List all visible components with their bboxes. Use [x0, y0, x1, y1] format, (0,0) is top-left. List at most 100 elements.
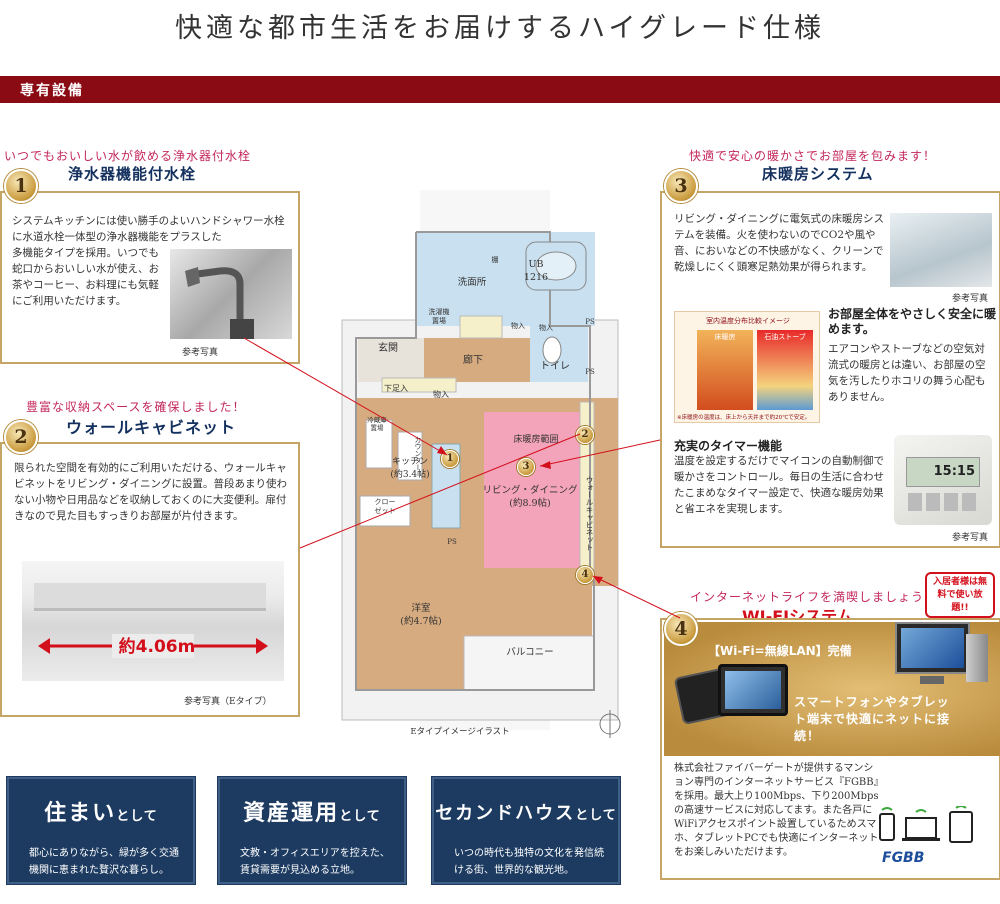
feature2-caption: 参考写真（Eタイプ） — [184, 697, 272, 707]
feature3-text: リビング・ダイニングに電気式の床暖房システムを装備。火を使わないのでCO2や風や… — [674, 213, 884, 273]
free-wifi-bubble: 入居者様は無料で使い放題!! — [925, 572, 995, 618]
feature1-text-wide: システムキッチンには使い勝手のよいハンドシャワー水栓に水道水栓一体型の浄水器機能… — [12, 215, 285, 243]
card-residence-title: 住まい — [44, 800, 117, 826]
feature3-sub2-text: 温度を設定するだけでマイコンの自動制御で暖かさをコントロール。毎日の生活に合わせ… — [674, 455, 884, 515]
feature1-tagline: いつでもおいしい水が飲める浄水器付水栓 — [4, 149, 252, 163]
room-balcony: バルコニー — [506, 647, 554, 658]
feature1-panel: システムキッチンには使い勝手のよいハンドシャワー水栓に水道水栓一体型の浄水器機能… — [0, 191, 300, 364]
plan-pin-3: 3 — [517, 458, 535, 476]
card-second-house-text: いつの時代も独特の文化を発信続ける街、世界的な観光地。 — [454, 848, 604, 876]
wifi-badge: 【Wi-Fi=無線LAN】完備 — [708, 644, 852, 658]
chart-note: ※床暖房の温度は、床上から天井まで約20℃で安定。 — [677, 415, 811, 421]
card-residence: 住まいとして 都心にありながら、緑が多く交通機関に恵まれた贅沢な暮らし。 — [6, 776, 196, 885]
room-shoebox: 下足入 — [384, 384, 408, 393]
feature4-text: 株式会社ファイバーゲートが提供するマンション専門のインターネットサービス『FGB… — [674, 763, 879, 858]
chart-floor-heating-area — [697, 330, 753, 410]
feature3-tagline: 快適で安心の暖かさでお部屋を包みます！ — [689, 149, 937, 163]
feature1-text: 多機能タイプを採用。いつでも蛇口からおいしい水が使え、お茶やコーヒー、お料理にも… — [12, 247, 159, 307]
card-investment: 資産運用として 文教・オフィスエリアを控えた、賃貸需要が見込める立地。 — [217, 776, 407, 885]
cabinet-photo: 約4.06m — [22, 561, 284, 681]
fgbb-logo: FGBB — [882, 850, 925, 866]
feature4-number-badge: 4 — [664, 612, 698, 646]
feature1-number-badge: 1 — [4, 169, 38, 203]
label-shelf: 棚 — [491, 256, 499, 264]
feature1-title: 浄水器機能付水栓 — [68, 165, 197, 183]
timer-display: 15:15 — [933, 464, 975, 479]
feature3-caption2: 参考写真 — [952, 533, 989, 543]
section-label: 専有設備 — [20, 83, 84, 99]
card-residence-text: 都心にありながら、緑が多く交通機関に恵まれた贅沢な暮らし。 — [29, 848, 179, 876]
timer-buttons — [908, 493, 978, 511]
chart-title: 室内温度分布比較イメージ — [706, 317, 790, 325]
room-entrance: 玄関 — [378, 343, 398, 354]
feature2-number-badge: 2 — [4, 420, 38, 454]
section-header-bar: 専有設備 — [0, 76, 1000, 103]
tablet-image — [718, 664, 788, 716]
floor-plan: 洗面所 UB 1216 洗濯機 置場 棚 玄関 廊下 トイレ 下足入 物入 物入… — [330, 180, 650, 740]
temperature-chart: 室内温度分布比較イメージ 床暖房 石油ストーブ ※床暖房の温度は、床上から天井ま… — [674, 311, 820, 423]
feature2-title: ウォールキャビネット — [66, 418, 237, 437]
devices-icons — [876, 805, 988, 846]
feature1-caption: 参考写真 — [182, 348, 219, 358]
room-ub: UB 1216 — [523, 259, 549, 283]
wifi-devices-icon — [879, 805, 973, 843]
feature2-tagline: 豊富な収納スペースを確保しました！ — [26, 400, 246, 414]
chart-stove-area — [757, 330, 813, 410]
dimension-arrow-icon — [38, 634, 268, 658]
room-closet: クロー ゼット — [374, 498, 396, 515]
room-western: 洋室 (約4.7帖) — [400, 603, 442, 627]
feature2-text: 限られた空間を有効的にご利用いただける、ウォールキャビネットをリビング・ダイニン… — [14, 462, 287, 522]
label-ps1: PS — [585, 318, 595, 326]
feature3-sub1-text: エアコンやストーブなどの空気対流式の暖房とは違い、お部屋の空気を汚したりホコリの… — [828, 343, 986, 403]
plan-pin-1: 1 — [441, 450, 459, 468]
cabinet-shape — [34, 583, 266, 611]
feature3-sub2-title: 充実のタイマー機能 — [674, 439, 783, 453]
card-investment-text: 文教・オフィスエリアを控えた、賃貸需要が見込める立地。 — [240, 848, 390, 876]
room-storage2: 物入 — [511, 322, 525, 330]
chart-left-label: 床暖房 — [714, 333, 736, 341]
feature3-title: 床暖房システム — [762, 165, 874, 183]
faucet-icon — [185, 267, 254, 339]
feature2-panel: 限られた空間を有効的にご利用いただける、ウォールキャビネットをリビング・ダイニン… — [0, 442, 300, 717]
wifi-banner-text: スマートフォンやタブレット端末で快適にネットに接続！ — [794, 695, 951, 743]
room-living-dining: リビング・ダイニング (約8.9帖) — [482, 485, 578, 509]
room-hallway: 廊下 — [463, 355, 483, 366]
faucet-photo — [170, 249, 292, 339]
card-residence-suffix: として — [116, 809, 158, 824]
chart-right-label: 石油ストーブ — [764, 333, 806, 341]
label-ps2: PS — [585, 368, 595, 376]
room-fridge: 冷蔵庫 置場 — [367, 416, 387, 432]
room-washroom: 洗面所 — [457, 277, 487, 288]
label-wall-cabinet: ウォールキャビネット — [585, 476, 594, 551]
room-storage3: 物入 — [539, 324, 553, 332]
desktop-monitor-image — [895, 622, 970, 674]
page-title: 快適な都市生活をお届けするハイグレード仕様 — [175, 13, 825, 44]
timer-screen: 15:15 — [906, 457, 980, 487]
room-storage1: 物入 — [433, 390, 449, 399]
room-laundry: 洗濯機 置場 — [428, 308, 450, 325]
monitor-stand — [920, 676, 944, 684]
card-second-house-title: セカンドハウス — [435, 803, 576, 824]
feature3-panel: リビング・ダイニングに電気式の床暖房システムを装備。火を使わないのでCO2や風や… — [660, 191, 1000, 548]
card-second-house: セカンドハウスとして いつの時代も独特の文化を発信続ける街、世界的な観光地。 — [431, 776, 621, 885]
label-ps3: PS — [447, 538, 457, 546]
cabinet-dimension: 約4.06m — [118, 637, 196, 657]
floorplan-caption: Eタイプイメージイラスト — [410, 727, 510, 737]
heating-zone-label: 床暖房範囲 — [513, 435, 559, 445]
desktop-tower-image — [966, 634, 988, 682]
timer-controller-photo: 15:15 — [894, 435, 992, 525]
bubble-text: 入居者様は無料で使い放題!! — [932, 577, 987, 613]
plan-pin-4: 4 — [576, 566, 594, 584]
feature4-panel: 【Wi-Fi=無線LAN】完備 スマートフォンやタブレット端末で快適にネットに接… — [660, 618, 1000, 880]
card-investment-title: 資産運用 — [243, 800, 340, 826]
card-investment-suffix: として — [339, 809, 381, 824]
card-second-house-suffix: として — [575, 808, 617, 823]
feature3-sub1-title: お部屋全体をやさしく安全に暖めます。 — [828, 307, 997, 336]
room-toilet: トイレ — [540, 361, 570, 372]
floor-heating-photo — [890, 213, 992, 287]
feature4-tagline: インターネットライフを満喫しましょう！ — [690, 590, 938, 604]
feature3-number-badge: 3 — [664, 169, 698, 203]
wifi-banner: 【Wi-Fi=無線LAN】完備 スマートフォンやタブレット端末で快適にネットに接… — [664, 622, 1000, 756]
plan-pin-2: 2 — [576, 426, 594, 444]
room-kitchen: キッチン (約3.4帖) — [390, 457, 430, 480]
